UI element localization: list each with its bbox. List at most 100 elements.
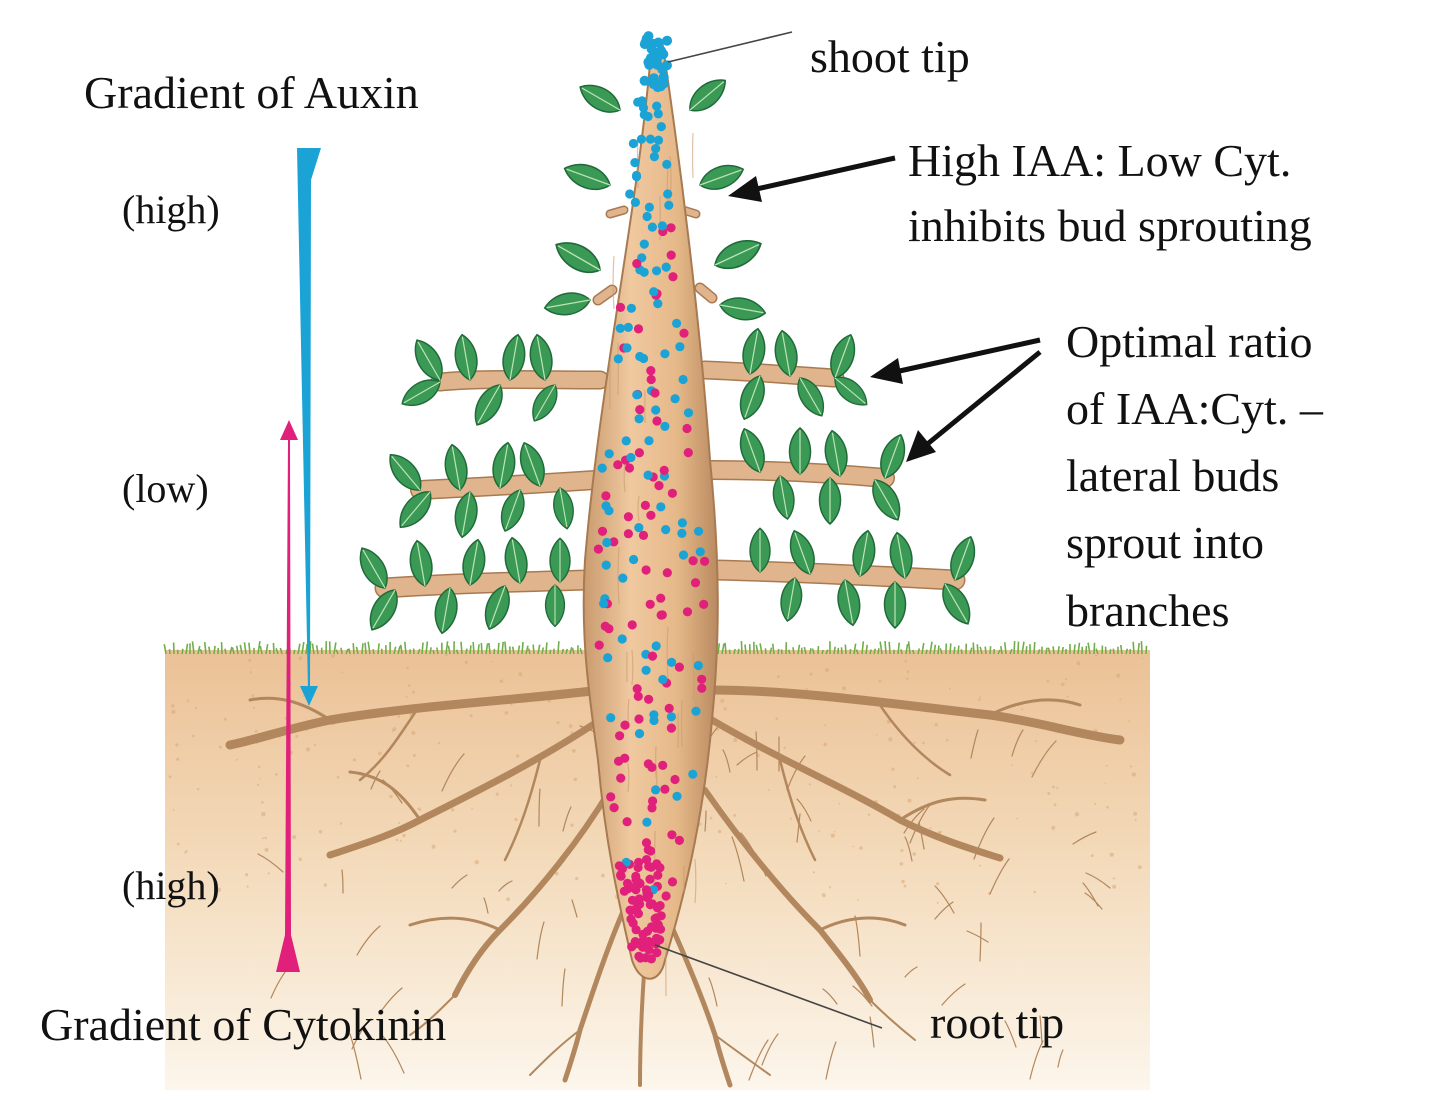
cytokinin-dot xyxy=(654,481,664,491)
soil-speck xyxy=(292,835,297,840)
soil-speck xyxy=(1074,812,1080,817)
cytokinin-dot xyxy=(613,460,623,470)
auxin-dot xyxy=(653,135,664,145)
auxin-dot xyxy=(656,502,666,512)
soil-speck xyxy=(1090,854,1094,858)
cytokinin-dot xyxy=(682,607,693,617)
cytokinin-dot xyxy=(688,556,698,566)
soil-speck xyxy=(313,743,317,747)
soil-speck xyxy=(1065,678,1068,681)
cytokinin-dot xyxy=(657,610,667,620)
auxin-dot xyxy=(678,550,689,560)
auxin-dot xyxy=(660,349,670,359)
soil-speck xyxy=(1112,884,1117,889)
soil-speck xyxy=(445,653,449,657)
soil-speck xyxy=(901,879,905,884)
soil-speck xyxy=(438,742,441,745)
cytokinin-dot xyxy=(682,423,692,434)
soil-speck xyxy=(495,792,499,796)
soil-speck xyxy=(554,871,559,876)
high-iaa-line-1: High IAA: Low Cyt. xyxy=(908,135,1292,186)
soil-speck xyxy=(1046,679,1050,683)
soil-speck xyxy=(929,827,932,830)
root xyxy=(988,698,1082,717)
soil-speck xyxy=(818,830,820,832)
soil-speck xyxy=(172,809,175,811)
auxin-dot xyxy=(693,660,704,671)
soil-speck xyxy=(1094,802,1097,805)
leaf xyxy=(492,441,516,489)
soil-speck xyxy=(830,833,835,838)
cytokinin-dot xyxy=(659,465,669,475)
rootlet xyxy=(356,925,381,956)
cytokinin-dot xyxy=(634,448,645,458)
cytokinin-dot xyxy=(628,918,638,928)
leaf xyxy=(474,384,503,426)
cytokinin-dot xyxy=(683,448,693,458)
soil-speck xyxy=(1021,708,1024,711)
leaf-vein xyxy=(401,491,431,527)
soil-speck xyxy=(411,730,416,736)
soil-speck xyxy=(197,788,200,791)
soil-speck xyxy=(775,717,779,720)
leaf xyxy=(454,491,478,539)
soil-speck xyxy=(1138,865,1142,869)
auxin-dot xyxy=(652,101,662,111)
soil-speck xyxy=(419,808,422,811)
root xyxy=(898,796,987,822)
cytokinin-dot xyxy=(594,640,604,650)
cytokinin-dot xyxy=(667,488,678,498)
auxin-dot xyxy=(661,262,671,272)
soil-speck xyxy=(504,711,509,715)
soil-speck xyxy=(878,679,882,683)
auxin-dot xyxy=(602,537,612,548)
soil-speck xyxy=(499,679,504,683)
leaf-vein xyxy=(505,489,521,530)
cytokinin-dot xyxy=(646,366,656,376)
leaf xyxy=(555,242,601,274)
root xyxy=(702,787,873,1003)
cytokinin-dot xyxy=(641,565,651,575)
stem-grain-line xyxy=(612,255,615,310)
auxin-dot xyxy=(630,197,641,207)
rootlet xyxy=(704,810,707,832)
soil-speck xyxy=(1129,765,1133,768)
auxin-dot xyxy=(626,452,636,463)
cytokinin-dot xyxy=(667,877,678,887)
soil-speck xyxy=(768,789,770,791)
soil-speck xyxy=(397,715,401,718)
cytokinin-dot xyxy=(674,835,685,846)
soil-speck xyxy=(899,862,904,866)
soil-speck xyxy=(391,729,395,732)
soil-speck xyxy=(176,842,180,846)
soil-speck xyxy=(1119,698,1122,701)
soil-speck xyxy=(573,777,578,782)
auxin-dot xyxy=(652,266,662,276)
soil-speck xyxy=(936,901,939,904)
auxin-dot xyxy=(642,817,652,827)
auxin-dot xyxy=(597,463,607,473)
leaf xyxy=(780,577,803,622)
cytokinin-dot xyxy=(697,674,707,684)
auxin-dot xyxy=(615,323,625,333)
soil-speck xyxy=(186,699,189,702)
leaf xyxy=(462,538,486,586)
soil-speck xyxy=(1109,852,1114,857)
leaves xyxy=(359,79,976,635)
leaf xyxy=(852,529,876,577)
auxin-dot xyxy=(613,354,623,364)
auxin-gradient-bar xyxy=(297,148,321,690)
cytokinin-dot xyxy=(655,924,666,934)
auxin-dot xyxy=(628,138,639,149)
leaf xyxy=(883,581,907,629)
auxin-high-label: (high) xyxy=(122,187,220,232)
soil-speck xyxy=(274,773,278,776)
soil-speck xyxy=(216,887,221,892)
soil-speck xyxy=(1105,764,1108,767)
soil-speck xyxy=(709,816,713,820)
stem-grain-line xyxy=(692,651,695,703)
cytokinin-dot xyxy=(634,878,644,888)
rootlet xyxy=(370,770,381,790)
auxin-dot xyxy=(639,239,649,249)
root xyxy=(657,897,733,1088)
